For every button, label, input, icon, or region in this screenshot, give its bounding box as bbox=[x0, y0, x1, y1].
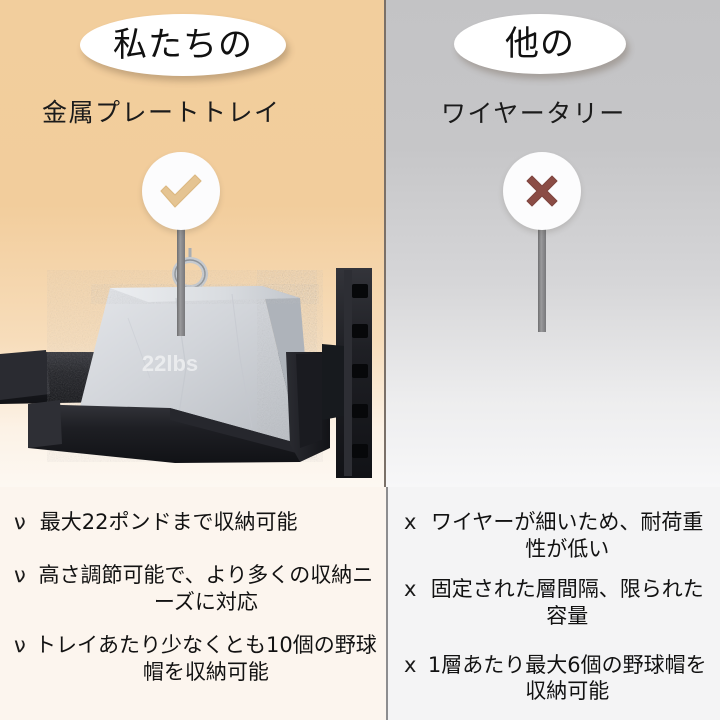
bullet-text: 1層あたり最大6個の野球帽を収納可能 bbox=[427, 652, 707, 704]
bullet-text: トレイあたり少なくとも10個の野球帽を収納可能 bbox=[35, 632, 377, 684]
metal-plate-tray-illustration: 22lbs bbox=[0, 248, 372, 478]
sign-post bbox=[538, 224, 546, 332]
check-icon bbox=[160, 174, 202, 208]
list-item: ν トレイあたり少なくとも10個の野球帽を収納可能 bbox=[14, 632, 380, 686]
list-item: x 1層あたり最大6個の野球帽を収納可能 bbox=[404, 652, 712, 706]
panel-divider bbox=[384, 0, 386, 487]
cross-badge-circle bbox=[503, 152, 581, 230]
right-panel-background bbox=[386, 0, 720, 487]
right-title-badge: 他の bbox=[454, 14, 626, 74]
list-item: x 固定された層間隔、限られた容量 bbox=[404, 576, 712, 630]
left-subtitle: 金属プレートトレイ bbox=[42, 98, 281, 127]
bullet-text: ワイヤーが細いため、耐荷重性が低い bbox=[431, 510, 704, 561]
weight-label: 22lbs bbox=[142, 351, 198, 376]
feature-text-area: ν 最大22ポンドまで収納可能 ν 高さ調節可能で、より多くの収納ニーズに対応 … bbox=[0, 487, 720, 720]
cross-icon bbox=[526, 175, 558, 207]
right-feature-list: x ワイヤーが細いため、耐荷重性が低い x 固定された層間隔、限られた容量 x … bbox=[386, 487, 720, 720]
cross-bullet-marker: x bbox=[404, 510, 417, 534]
bullet-text: 高さ調節可能で、より多くの収納ニーズに対応 bbox=[38, 562, 374, 614]
right-subtitle: ワイヤータリー bbox=[441, 99, 626, 128]
check-bullet-marker: ν bbox=[14, 632, 26, 657]
image-area: 22lbs bbox=[0, 0, 720, 487]
list-item: x ワイヤーが細いため、耐荷重性が低い bbox=[404, 509, 712, 563]
bullet-text: 固定された層間隔、限られた容量 bbox=[430, 576, 704, 628]
cross-bullet-marker: x bbox=[404, 576, 417, 601]
check-bullet-marker: ν bbox=[14, 510, 26, 534]
list-item: ν 高さ調節可能で、より多くの収納ニーズに対応 bbox=[14, 562, 380, 616]
cross-bullet-marker: x bbox=[404, 652, 417, 677]
left-panel-background: 22lbs bbox=[0, 0, 386, 487]
check-badge-sign bbox=[142, 152, 220, 336]
check-badge-circle bbox=[142, 152, 220, 230]
left-feature-list: ν 最大22ポンドまで収納可能 ν 高さ調節可能で、より多くの収納ニーズに対応 … bbox=[0, 487, 386, 720]
right-title-text: 他の bbox=[505, 24, 575, 64]
sign-post bbox=[177, 224, 185, 336]
list-item: ν 最大22ポンドまで収納可能 bbox=[14, 509, 380, 536]
bullet-text: 最大22ポンドまで収納可能 bbox=[39, 510, 298, 534]
left-title-badge: 私たちの bbox=[80, 14, 286, 76]
cross-badge-sign bbox=[503, 152, 581, 332]
check-bullet-marker: ν bbox=[14, 562, 26, 587]
left-title-text: 私たちの bbox=[113, 25, 253, 65]
